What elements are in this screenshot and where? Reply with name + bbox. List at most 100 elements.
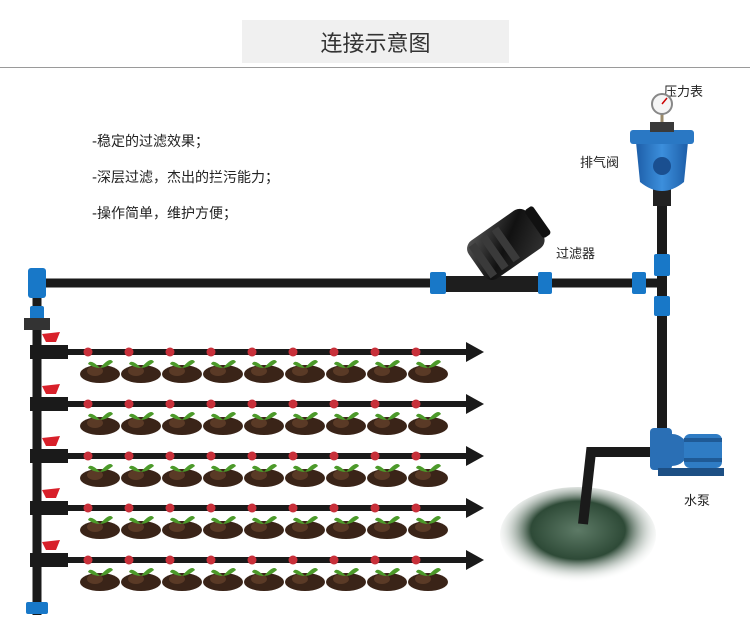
suction-pipe [578,447,665,525]
dripper [329,451,339,461]
filter-outlet-connector [538,272,552,294]
dripper [411,347,421,357]
valve-handle [42,540,60,550]
dripper [165,347,175,357]
dripper [370,347,380,357]
plant-icon [367,568,407,591]
plant-icon [408,360,448,383]
plant-icon [80,412,120,435]
plant-icon [285,516,325,539]
dripper [165,451,175,461]
dripper [206,451,216,461]
dripper [83,503,93,513]
plant-icon [408,568,448,591]
title-divider [0,67,750,68]
dripper [124,347,134,357]
plant-icon [121,360,161,383]
branch-valve [30,501,68,515]
dripper [124,555,134,565]
dripper [288,555,298,565]
dripper [247,503,257,513]
dripper [83,555,93,565]
feature-text-3: -操作简单，维护方便； [92,206,238,222]
pressure-gauge [651,93,673,122]
plant-icon [367,412,407,435]
plant-icon [203,412,243,435]
drip-line-row [30,436,484,487]
plant-icon [203,568,243,591]
dripper [411,451,421,461]
dripper [165,555,175,565]
dripper [124,451,134,461]
drip-pipe-end [466,342,484,362]
plant-icon [326,464,366,487]
plant-icon [203,464,243,487]
plant-icon [203,360,243,383]
plant-icon [326,412,366,435]
drip-pipe-end [466,446,484,466]
corner-elbow-connector [28,268,46,298]
plant-icon [121,412,161,435]
plant-icon [367,360,407,383]
dripper [247,451,257,461]
plant-icon [203,516,243,539]
plant-icon [121,568,161,591]
dripper [370,503,380,513]
dripper [288,451,298,461]
plant-icon [285,412,325,435]
dripper [247,347,257,357]
dripper [329,503,339,513]
branch-valve [30,397,68,411]
plant-icon [162,360,202,383]
plant-icon [285,464,325,487]
plant-icon [326,568,366,591]
plant-icon [80,516,120,539]
valve-handle [42,332,60,342]
plant-icon [162,516,202,539]
dripper [288,347,298,357]
plant-icon [162,464,202,487]
plant-icon [244,568,284,591]
dripper [247,555,257,565]
dripper [370,451,380,461]
drip-pipe-end [466,550,484,570]
plant-icon [162,568,202,591]
page-title: 连接示意图 [242,20,509,63]
dripper [370,555,380,565]
water-pump-label: 水泵 [684,494,711,509]
dripper [370,399,380,409]
plant-icon [285,360,325,383]
filter-device [446,206,551,292]
plant-icon [244,360,284,383]
dripper [124,399,134,409]
dripper [124,503,134,513]
dripper [411,555,421,565]
plant-icon [121,464,161,487]
dripper [206,399,216,409]
plant-icon [244,464,284,487]
plant-icon [408,516,448,539]
branch-valve [30,345,68,359]
plant-icon [80,360,120,383]
dripper [206,555,216,565]
end-cap-connector [26,602,48,614]
plant-icon [121,516,161,539]
plant-icon [326,360,366,383]
plant-icon [367,516,407,539]
filter-inlet-connector [430,272,446,294]
dripper [165,503,175,513]
dripper [288,399,298,409]
branch-valve [30,553,68,567]
drip-line-row [30,488,484,539]
feature-text-1: -稳定的过滤效果； [92,134,210,150]
plant-icon [326,516,366,539]
dripper [329,399,339,409]
valve-handle [42,436,60,446]
dripper [83,347,93,357]
drip-line-row [30,540,484,591]
branch-valve [30,449,68,463]
pipe-connectors [26,254,670,614]
valve-handle [42,384,60,394]
plant-icon [80,464,120,487]
